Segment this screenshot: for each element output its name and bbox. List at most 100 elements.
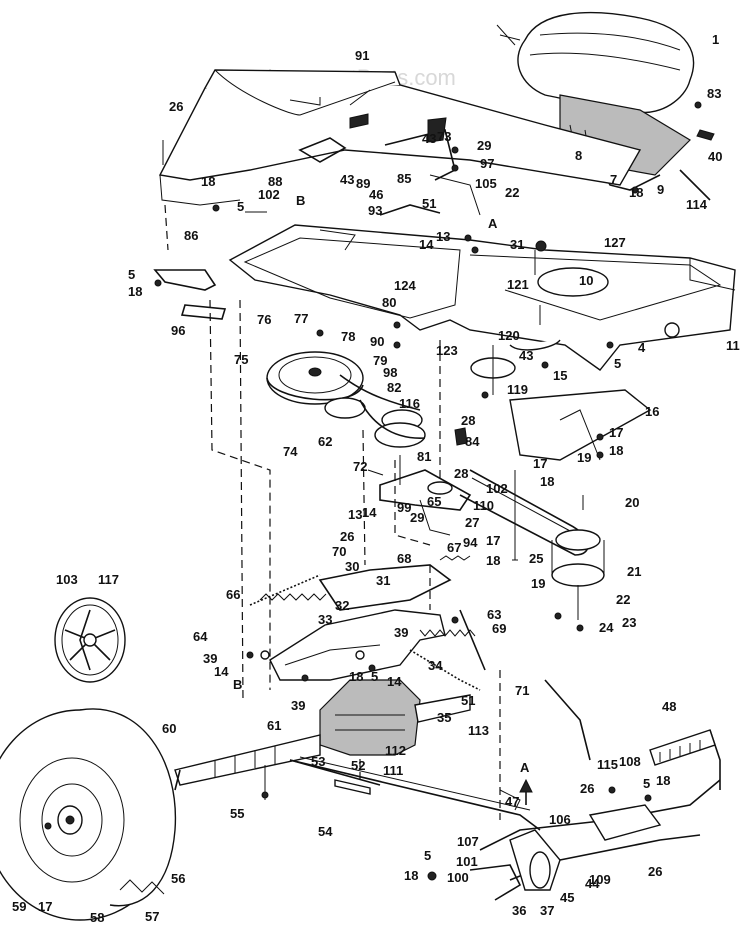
part-callout-98: 98 xyxy=(383,365,397,380)
part-callout-79: 79 xyxy=(373,353,387,368)
part-callout-121: 121 xyxy=(507,277,529,292)
part-callout-57: 57 xyxy=(145,909,159,924)
part-callout-A: A xyxy=(520,760,530,775)
part-callout-35: 35 xyxy=(437,710,451,725)
part-callout-19: 19 xyxy=(531,576,545,591)
part-callout-90: 90 xyxy=(370,334,384,349)
part-callout-39: 39 xyxy=(203,651,217,666)
part-callout-30: 30 xyxy=(345,559,359,574)
part-callout-14: 14 xyxy=(387,674,402,689)
part-callout-5: 5 xyxy=(128,267,135,282)
part-callout-94: 94 xyxy=(463,535,478,550)
part-callout-B: B xyxy=(296,193,305,208)
part-callout-B: B xyxy=(233,677,242,692)
part-callout-21: 21 xyxy=(627,564,641,579)
part-callout-18: 18 xyxy=(656,773,670,788)
part-callout-55: 55 xyxy=(230,806,244,821)
part-callout-54: 54 xyxy=(318,824,333,839)
part-callout-105: 105 xyxy=(475,176,497,191)
part-callout-123: 123 xyxy=(436,343,458,358)
part-callout-5: 5 xyxy=(614,356,621,371)
part-callout-53: 53 xyxy=(311,754,325,769)
part-callout-14: 14 xyxy=(362,505,377,520)
part-callout-119: 119 xyxy=(507,382,528,397)
part-callout-93: 93 xyxy=(368,203,382,218)
part-callout-5: 5 xyxy=(237,199,244,214)
hub-cap xyxy=(54,597,126,683)
part-callout-67: 67 xyxy=(447,540,461,555)
part-callout-100: 100 xyxy=(447,870,469,885)
transmission-bracket xyxy=(249,564,486,691)
part-callout-110: 110 xyxy=(473,498,494,513)
left-brackets xyxy=(153,140,267,320)
part-callout-26: 26 xyxy=(169,99,183,114)
part-callout-34: 34 xyxy=(428,658,443,673)
rear-tire xyxy=(0,708,181,921)
part-callout-116: 116 xyxy=(399,396,420,411)
part-callout-97: 97 xyxy=(480,156,494,171)
part-callout-102: 102 xyxy=(258,187,280,202)
part-callout-10: 10 xyxy=(579,273,593,288)
part-callout-45: 45 xyxy=(560,890,574,905)
part-callout-9: 9 xyxy=(657,182,664,197)
part-callout-17: 17 xyxy=(486,533,500,548)
part-callout-15: 15 xyxy=(553,368,567,383)
transaxle xyxy=(174,679,471,800)
part-callout-51: 51 xyxy=(422,196,436,211)
part-callout-18: 18 xyxy=(404,868,418,883)
part-callout-18: 18 xyxy=(349,669,363,684)
part-callout-89: 89 xyxy=(356,176,370,191)
part-callout-28: 28 xyxy=(454,466,468,481)
part-callout-43: 43 xyxy=(422,131,436,146)
part-callout-109: 109 xyxy=(589,872,611,887)
part-callout-43: 43 xyxy=(519,348,533,363)
part-callout-29: 29 xyxy=(477,138,491,153)
part-callout-69: 69 xyxy=(492,621,506,636)
part-callout-31: 31 xyxy=(510,237,524,252)
part-callout-18: 18 xyxy=(609,443,623,458)
hardware xyxy=(44,101,702,830)
part-callout-14: 14 xyxy=(214,664,229,679)
part-callout-117: 117 xyxy=(98,572,119,587)
part-callout-48: 48 xyxy=(662,699,676,714)
part-callout-22: 22 xyxy=(505,185,519,200)
part-callout-18: 18 xyxy=(629,185,643,200)
part-callout-A: A xyxy=(488,216,498,231)
part-callout-18: 18 xyxy=(540,474,554,489)
part-callout-33: 33 xyxy=(318,612,332,627)
part-callout-62: 62 xyxy=(318,434,332,449)
part-callout-51: 51 xyxy=(461,693,475,708)
part-callout-16: 16 xyxy=(645,404,659,419)
part-callout-19: 19 xyxy=(577,450,591,465)
part-callout-4: 4 xyxy=(638,340,646,355)
part-callout-66: 66 xyxy=(226,587,240,602)
part-callout-120: 120 xyxy=(498,328,520,343)
pulleys xyxy=(266,339,561,448)
part-callout-112: 112 xyxy=(385,743,406,758)
part-callout-17: 17 xyxy=(38,899,52,914)
part-callout-36: 36 xyxy=(512,903,526,918)
part-callout-77: 77 xyxy=(294,311,308,326)
part-callout-23: 23 xyxy=(622,615,636,630)
part-callout-22: 22 xyxy=(616,592,630,607)
part-callout-63: 63 xyxy=(487,607,501,622)
part-callout-14: 14 xyxy=(419,237,434,252)
part-callout-71: 71 xyxy=(515,683,529,698)
part-callout-7: 7 xyxy=(610,172,617,187)
part-callout-84: 84 xyxy=(465,434,480,449)
part-callout-72: 72 xyxy=(353,459,367,474)
drive-belt xyxy=(459,389,652,620)
part-callout-83: 83 xyxy=(707,86,721,101)
part-callout-99: 99 xyxy=(397,500,411,515)
part-callout-46: 46 xyxy=(369,187,383,202)
part-callout-56: 56 xyxy=(171,871,185,886)
part-callout-65: 65 xyxy=(427,494,441,509)
part-callout-103: 103 xyxy=(56,572,78,587)
part-callout-5: 5 xyxy=(424,848,431,863)
part-callout-52: 52 xyxy=(351,758,365,773)
part-callout-44: 44 xyxy=(585,876,600,891)
clutch-bracket xyxy=(367,427,472,536)
part-callout-29: 29 xyxy=(410,510,424,525)
part-callout-24: 24 xyxy=(599,620,614,635)
